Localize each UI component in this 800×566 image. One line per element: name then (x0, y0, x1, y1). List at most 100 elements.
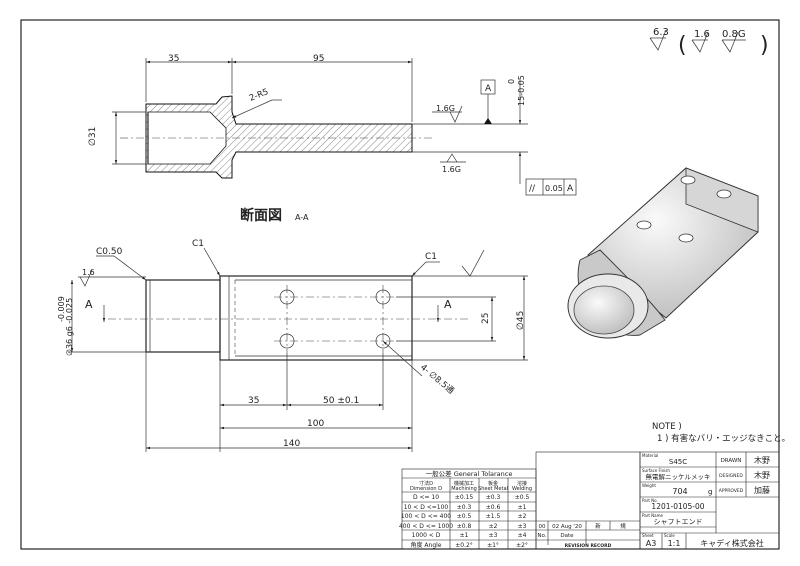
note-line1: 1 ) 有害なバリ・エッジなきこと。 (657, 433, 790, 444)
revision-record: 00 02 Aug '20 新 規 No. Date REVISION RECO… (535, 451, 641, 550)
svg-text:±4: ±4 (518, 532, 527, 539)
svg-text:Welding: Welding (512, 486, 532, 492)
paren-open: ( (678, 33, 687, 58)
section-subtitle: A-A (295, 213, 309, 222)
finish-lower: 1.6G (442, 165, 461, 174)
finish-left: 1.6 (82, 268, 95, 277)
svg-text:±3: ±3 (489, 532, 498, 539)
svg-text:Dimension D: Dimension D (410, 486, 442, 492)
svg-text:板金: 板金 (488, 480, 498, 487)
section-marker-right: A (444, 298, 452, 311)
note-title: NOTE ) (652, 422, 682, 432)
radius-callout: 2-R5 (248, 87, 270, 104)
svg-text:溶接: 溶接 (517, 480, 527, 487)
svg-text:DESIGNED: DESIGNED (719, 473, 743, 479)
geo-tol-value: 0.05 (545, 184, 563, 193)
svg-text:No.: No. (537, 533, 546, 539)
dim-35-front: 35 (248, 396, 259, 406)
finish-upper: 1.6G (436, 104, 455, 113)
surface-roughness-symbols: 6.3 ( 1.6 0.8G ) (649, 27, 769, 58)
dia-45: ∅45 (516, 311, 526, 330)
svg-text:±3: ±3 (518, 523, 527, 530)
part-no: 1201-0105-00 (651, 502, 704, 511)
svg-text:±0.2°: ±0.2° (455, 542, 473, 549)
section-view: 35 95 2-R5 ∅31 1.6G 1.6G A 0 15-0.05 (88, 54, 577, 196)
designed-by: 木野 (754, 470, 770, 480)
tol-table-title: 一般公差 General Tolarance (426, 469, 513, 478)
svg-text:±1: ±1 (460, 532, 469, 539)
dim-95: 95 (313, 54, 324, 64)
svg-text:Part Name: Part Name (642, 513, 664, 518)
svg-text:D <= 10: D <= 10 (413, 494, 439, 501)
geo-tol-datum: A (567, 184, 574, 194)
svg-text:Surface Finish: Surface Finish (642, 468, 670, 473)
tol-a: -0.009 (57, 296, 66, 322)
section-title: 断面図 (240, 207, 282, 224)
paren-close: ) (760, 33, 769, 58)
svg-text:1000 < D: 1000 < D (412, 532, 441, 539)
tolerance-table: 一般公差 General Tolarance 寸法D Dimension D 機… (399, 468, 537, 550)
chamfer-c1-left: C1 (192, 239, 204, 249)
svg-text:Date: Date (560, 533, 574, 539)
svg-text:±1: ±1 (518, 504, 527, 511)
tol-upper: 0 (507, 79, 516, 84)
sheet-size: A3 (646, 539, 657, 548)
svg-text:±0.8: ±0.8 (457, 523, 472, 530)
svg-text:±0.3: ±0.3 (486, 494, 501, 501)
svg-text:00: 00 (539, 524, 546, 530)
svg-text:角度 Angle: 角度 Angle (411, 541, 442, 549)
drawn-by: 木野 (754, 455, 770, 465)
weight: 704 (672, 487, 687, 496)
roughness-2: 0.8G (722, 29, 746, 40)
dim-25: 25 (481, 313, 491, 324)
svg-text:Sheet Metal: Sheet Metal (478, 486, 508, 492)
geo-tol-symbol: // (529, 184, 536, 194)
svg-text:Machining: Machining (451, 486, 477, 492)
approved-by: 加藤 (754, 485, 770, 495)
svg-text:機械加工: 機械加工 (454, 480, 474, 487)
svg-text:±1°: ±1° (487, 542, 499, 549)
part-name: シャフトエンド (654, 518, 703, 526)
roughness-main: 6.3 (653, 27, 669, 38)
dim-140: 140 (283, 439, 300, 449)
svg-text:±0.5: ±0.5 (457, 513, 472, 520)
svg-text:g: g (708, 488, 712, 496)
svg-text:新: 新 (595, 522, 601, 530)
material: S45C (669, 458, 687, 466)
surface-finish: 無電解ニッケルメッキ (646, 472, 711, 481)
svg-text:±0.6: ±0.6 (486, 504, 501, 511)
svg-text:REVISION RECORD: REVISION RECORD (565, 543, 612, 549)
svg-text:02 Aug '20: 02 Aug '20 (552, 524, 582, 530)
dia-31: ∅31 (88, 127, 98, 146)
chamfer-c1-right: C1 (425, 252, 437, 262)
svg-text:Scale: Scale (664, 533, 675, 538)
svg-text:±2: ±2 (489, 523, 498, 530)
svg-text:±2°: ±2° (516, 542, 528, 549)
svg-text:寸法D: 寸法D (419, 480, 433, 487)
dim-35: 35 (168, 54, 179, 64)
sheet-border (20, 19, 780, 550)
chamfer-c050: C0.50 (96, 247, 123, 257)
dim-100: 100 (307, 419, 324, 429)
svg-text:400 < D <= 1000: 400 < D <= 1000 (399, 523, 453, 530)
svg-text:DRAWN: DRAWN (721, 458, 742, 464)
svg-text:±2: ±2 (518, 513, 527, 520)
scale: 1:1 (668, 539, 681, 548)
front-view: A A C0.50 C1 C1 1.6 -0.009 ∅36 g6 -0.025… (57, 239, 528, 452)
svg-text:APPROVED: APPROVED (719, 488, 744, 494)
svg-text:±0.5: ±0.5 (515, 494, 530, 501)
isometric-render (567, 167, 759, 339)
dim-50: 50 ±0.1 (323, 396, 359, 406)
tol-lower: 15-0.05 (517, 75, 526, 106)
datum-a: A (485, 84, 492, 94)
svg-text:Part No.: Part No. (642, 498, 658, 503)
svg-text:Material: Material (642, 453, 658, 458)
holes-callout: 4- ∅8.5通 (418, 362, 457, 397)
svg-text:10 < D <=100: 10 < D <=100 (404, 504, 449, 511)
svg-text:Weight: Weight (642, 483, 656, 488)
svg-text:±1.5: ±1.5 (486, 513, 501, 520)
roughness-1: 1.6 (694, 29, 710, 40)
company: キャディ株式会社 (700, 538, 763, 548)
svg-text:100 < D <= 400: 100 < D <= 400 (401, 513, 451, 520)
